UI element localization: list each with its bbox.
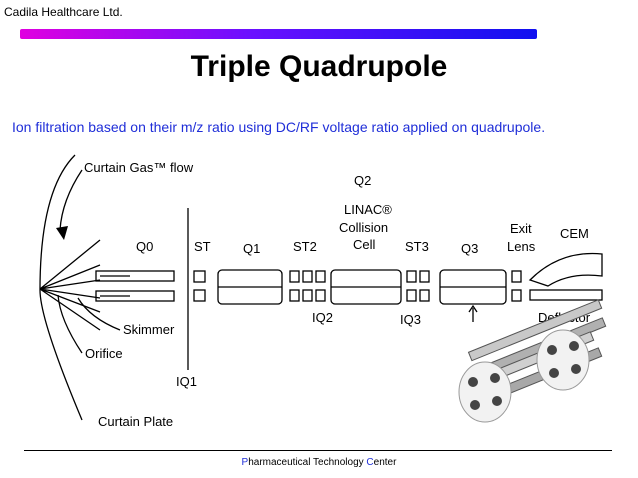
- q0-lower-rod: [95, 290, 175, 302]
- label-collision: Collision: [339, 220, 388, 235]
- deflector-plate: [529, 289, 603, 301]
- label-skimmer: Skimmer: [123, 322, 175, 337]
- label-iq2: IQ2: [312, 310, 333, 325]
- label-iq3: IQ3: [400, 312, 421, 327]
- curtain-gas-arrow: [56, 226, 68, 240]
- label-orifice: Orifice: [85, 346, 123, 361]
- q0-upper-rod: [95, 270, 175, 282]
- triple-quadrupole-diagram: Curtain Gas™ flow Q0 ST Q1 ST2 Q2 LINAC®…: [39, 154, 607, 429]
- company-name: Cadila Healthcare Ltd.: [4, 5, 123, 19]
- source-fan-lines: [39, 239, 101, 331]
- label-q1: Q1: [243, 241, 260, 256]
- label-exit: Exit: [510, 221, 532, 236]
- footer-divider: [24, 450, 612, 451]
- label-lens: Lens: [507, 239, 536, 254]
- skimmer-line: [77, 297, 121, 331]
- cem-detector: [528, 252, 603, 287]
- label-curtain-gas: Curtain Gas™ flow: [84, 160, 194, 175]
- label-cem: CEM: [560, 226, 589, 241]
- label-q3: Q3: [461, 241, 478, 256]
- label-iq1: IQ1: [176, 374, 197, 389]
- label-cell: Cell: [353, 237, 376, 252]
- label-linac: LINAC®: [344, 202, 392, 217]
- curtain-gas-line: [59, 169, 83, 231]
- label-q0: Q0: [136, 239, 153, 254]
- orifice-line: [57, 294, 83, 354]
- slide-subtitle: Ion filtration based on their m/z ratio …: [12, 119, 546, 135]
- quadrupole-photo: [458, 299, 607, 423]
- slide-title: Triple Quadrupole: [190, 50, 448, 83]
- label-st: ST: [194, 239, 211, 254]
- title-gradient-bar: [20, 29, 537, 39]
- label-st3: ST3: [405, 239, 429, 254]
- label-q2: Q2: [354, 173, 371, 188]
- label-curtain-plate: Curtain Plate: [98, 414, 173, 429]
- curtain-plate-line: [39, 154, 83, 421]
- label-st2: ST2: [293, 239, 317, 254]
- q0-tips: [100, 275, 130, 297]
- footer-text: Pharmaceutical Technology Center: [241, 457, 397, 468]
